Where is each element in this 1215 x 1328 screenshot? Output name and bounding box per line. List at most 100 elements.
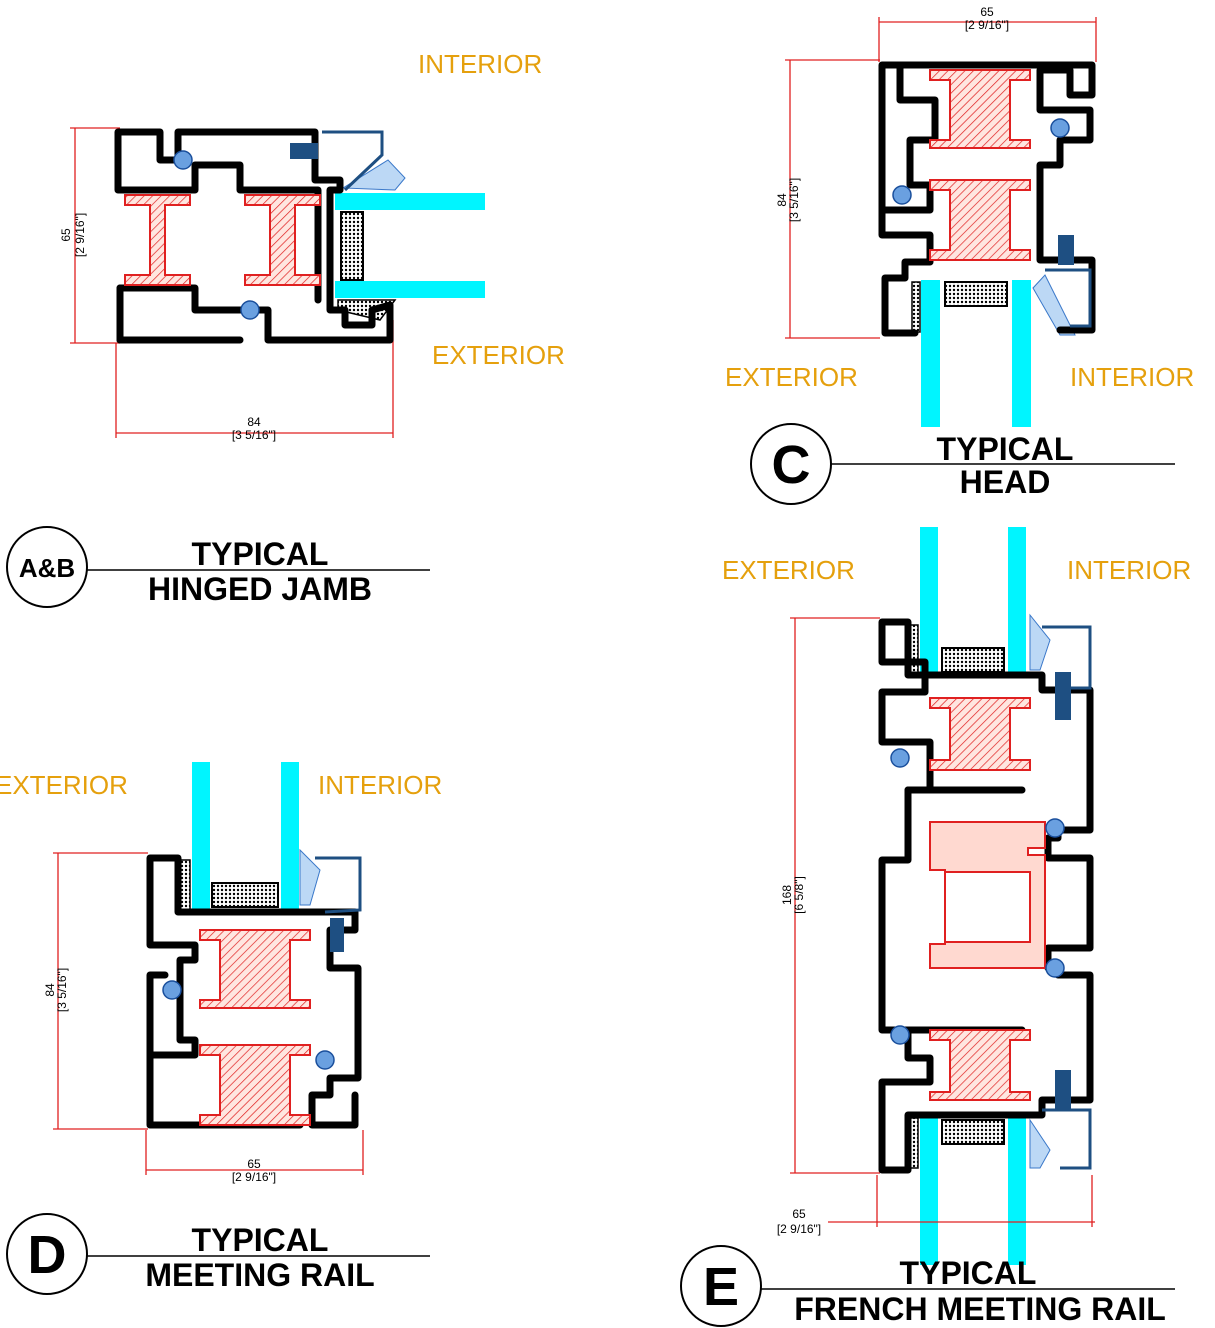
glazing-spacer — [340, 211, 364, 281]
detail-tag: C — [772, 435, 811, 495]
glass-pane-interior — [281, 762, 299, 912]
dimension-height-value: 65 — [59, 228, 73, 242]
detail-title-line2: HEAD — [960, 464, 1051, 500]
detail-title-line2: FRENCH MEETING RAIL — [794, 1291, 1166, 1327]
detail-tag-circle — [6, 1213, 88, 1295]
glass-pane-inner — [335, 193, 485, 210]
exterior-label: EXTERIOR — [432, 340, 565, 370]
exterior-label: EXTERIOR — [0, 770, 128, 800]
dimension-width-value: 65 — [247, 1157, 261, 1171]
glass-pane-interior — [1008, 1115, 1026, 1265]
detail-title-line1: TYPICAL — [192, 1222, 329, 1258]
interior-label: INTERIOR — [1070, 362, 1194, 392]
detail-french-meeting-rail: EXTERIOR INTERIOR 168 [6 5/8"] 65 [2 9/1… — [722, 527, 1191, 1265]
dimension-height: 84 [3 5/16"] — [43, 852, 148, 1130]
interior-label: INTERIOR — [318, 770, 442, 800]
weather-seal — [1050, 118, 1070, 138]
glazing-clip-block — [290, 143, 318, 159]
detail-tag: E — [703, 1257, 739, 1317]
glass-pane-exterior — [920, 1115, 938, 1265]
glazing-spacer — [941, 647, 1005, 673]
weather-seal — [892, 185, 912, 205]
dimension-height-value: 84 — [775, 193, 789, 207]
weather-seal — [173, 150, 193, 170]
thermal-break — [244, 194, 321, 286]
detail-meeting-rail: EXTERIOR INTERIOR 84 [3 5/16"] 65 [2 9/1… — [0, 762, 442, 1184]
glazing-gasket — [1029, 1118, 1051, 1169]
glazing-clip-block — [330, 918, 344, 952]
thermal-break — [124, 194, 191, 286]
detail-title-line1: TYPICAL — [900, 1255, 1037, 1291]
thermal-break — [199, 929, 311, 1009]
setting-block — [911, 281, 921, 333]
detail-tag: D — [28, 1225, 67, 1285]
glazing-clip — [322, 130, 384, 192]
glazing-spacer — [211, 882, 279, 908]
dimension-height: 84 [3 5/16"] — [775, 59, 880, 339]
dimension-height-imperial: [3 5/16"] — [787, 178, 801, 222]
glazing-gasket — [341, 159, 406, 191]
title-block-head: C TYPICAL HEAD — [750, 423, 1175, 505]
weather-seal — [1045, 818, 1065, 838]
dimension-height-imperial: [6 5/8"] — [792, 876, 806, 914]
weather-seal — [890, 1025, 910, 1045]
dimension-height: 65 [2 9/16"] — [59, 127, 120, 344]
interior-label: INTERIOR — [1067, 555, 1191, 585]
glazing-clip-block — [1055, 1070, 1071, 1110]
detail-title-line2: HINGED JAMB — [148, 571, 372, 607]
glass-pane-exterior — [192, 762, 210, 912]
detail-head: 65 [2 9/16"] 84 [3 5/16"] EXTERIOR INTER… — [725, 5, 1194, 427]
detail-title-line2: MEETING RAIL — [145, 1257, 374, 1293]
dimension-width-imperial: [3 5/16"] — [232, 428, 276, 442]
glazing-clip — [1042, 1108, 1092, 1170]
glazing-clip-block — [1058, 235, 1074, 265]
dimension-width-imperial: [2 9/16"] — [777, 1222, 821, 1236]
exterior-label: EXTERIOR — [722, 555, 855, 585]
thermal-break — [929, 697, 1031, 771]
weather-seal — [162, 980, 182, 1000]
detail-title-line1: TYPICAL — [192, 536, 329, 572]
exterior-label: EXTERIOR — [725, 362, 858, 392]
dimension-height-imperial: [2 9/16"] — [73, 213, 87, 257]
title-block-french-meeting-rail: E TYPICAL FRENCH MEETING RAIL — [680, 1245, 1175, 1327]
dimension-width-value: 65 — [980, 5, 994, 19]
weather-seal — [240, 300, 260, 320]
thermal-break — [929, 69, 1031, 149]
dimension-height-imperial: [3 5/16"] — [55, 968, 69, 1012]
glazing-clip — [315, 856, 362, 914]
glazing-gasket — [299, 848, 321, 906]
glass-pane-interior — [1012, 280, 1031, 427]
dimension-width-value: 65 — [792, 1207, 806, 1221]
thermal-break — [929, 1029, 1031, 1101]
dimension-width-imperial: [2 9/16"] — [965, 18, 1009, 32]
dimension-width: 65 [2 9/16"] — [878, 5, 1097, 62]
dimension-width-value: 84 — [247, 415, 261, 429]
dimension-height-value: 168 — [780, 885, 794, 905]
dimension-width: 65 [2 9/16"] — [777, 1175, 1095, 1236]
weather-seal — [890, 748, 910, 768]
glazing-clip-block — [1055, 672, 1071, 720]
glass-pane-interior — [1008, 527, 1026, 677]
thermal-break-cavity — [944, 871, 1031, 943]
glazing-gasket — [1032, 274, 1076, 336]
glass-pane-exterior — [921, 280, 940, 427]
detail-title-line1: TYPICAL — [937, 431, 1074, 467]
frame-profile — [878, 618, 1094, 1174]
detail-tag-circle — [680, 1245, 762, 1327]
glazing-spacer — [941, 1119, 1005, 1145]
detail-hinged-jamb: INTERIOR EXTERIOR 65 [2 9/16"] 84 [3 5/1… — [59, 49, 565, 442]
glazing-spacer — [944, 281, 1008, 307]
weather-seal — [315, 1050, 335, 1070]
glazing-clip — [1045, 268, 1092, 328]
glazing-gasket — [1029, 613, 1051, 671]
dimension-height-value: 84 — [43, 983, 57, 997]
dimension-width-imperial: [2 9/16"] — [232, 1170, 276, 1184]
weather-seal — [1045, 958, 1065, 978]
frame-profile — [146, 854, 362, 1129]
title-block-meeting-rail: D TYPICAL MEETING RAIL — [6, 1213, 430, 1295]
glass-pane-exterior — [920, 527, 938, 677]
glazing-clip — [1042, 625, 1092, 690]
detail-tag: A&B — [19, 553, 75, 583]
glass-pane-outer — [335, 281, 485, 298]
